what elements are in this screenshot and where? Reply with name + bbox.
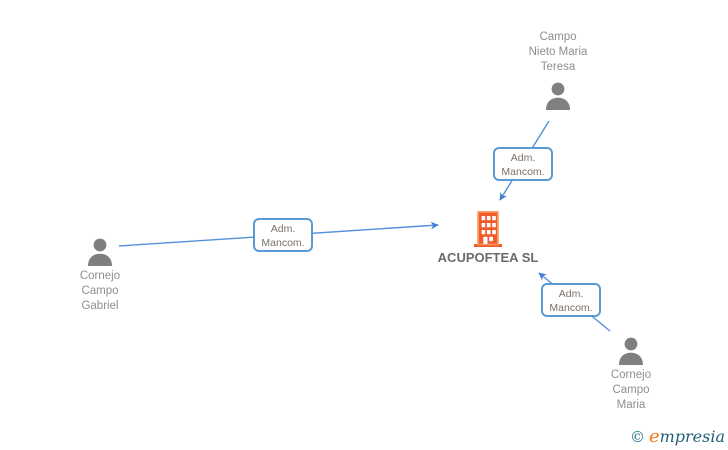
relation-badge-adm-mancom[interactable]: Adm. Mancom.	[253, 218, 313, 252]
relation-label-line: Adm.	[270, 223, 296, 235]
brand-logo-initial: e	[648, 426, 660, 447]
person-name-line: Teresa	[540, 61, 576, 73]
relation-label-line: Mancom.	[549, 301, 593, 314]
person-name-line: Maria	[616, 399, 646, 411]
person-name-line: Nieto Maria	[528, 46, 588, 58]
brand-logo-text: mpresia	[659, 427, 725, 446]
person-name-line: Cornejo	[610, 369, 652, 381]
person-name-line: Cornejo	[79, 270, 121, 282]
copyright-icon: ©	[629, 428, 645, 446]
relation-badge-adm-mancom[interactable]: Adm. Mancom.	[493, 147, 553, 181]
person-node-cornejo-gabriel[interactable]: Cornejo Campo Gabriel	[40, 238, 160, 314]
person-name: Campo Nieto Maria Teresa	[478, 30, 638, 75]
relation-label-line: Mancom.	[261, 236, 305, 249]
person-name: Cornejo Campo Gabriel	[40, 269, 160, 314]
company-name: ACUPOFTEA SL	[437, 250, 539, 265]
person-name-line: Gabriel	[81, 300, 119, 312]
person-name-line: Campo	[612, 384, 650, 396]
relation-label-line: Mancom.	[501, 165, 545, 178]
person-node-campo-nieto[interactable]: Campo Nieto Maria Teresa	[478, 30, 638, 110]
relation-badge-adm-mancom[interactable]: Adm. Mancom.	[541, 283, 601, 317]
person-icon	[40, 238, 160, 266]
building-icon	[428, 211, 548, 247]
person-name-line: Campo	[81, 285, 119, 297]
person-node-cornejo-maria[interactable]: Cornejo Campo Maria	[571, 337, 691, 413]
relation-label-line: Adm.	[558, 288, 584, 300]
person-name: Cornejo Campo Maria	[571, 368, 691, 413]
empresia-watermark[interactable]: ©empresia	[630, 426, 725, 447]
company-node-acupoftea[interactable]: ACUPOFTEA SL	[428, 211, 548, 265]
person-icon	[571, 337, 691, 365]
person-name-line: Campo	[539, 31, 577, 43]
person-icon	[478, 82, 638, 110]
relation-label-line: Adm.	[510, 152, 536, 164]
